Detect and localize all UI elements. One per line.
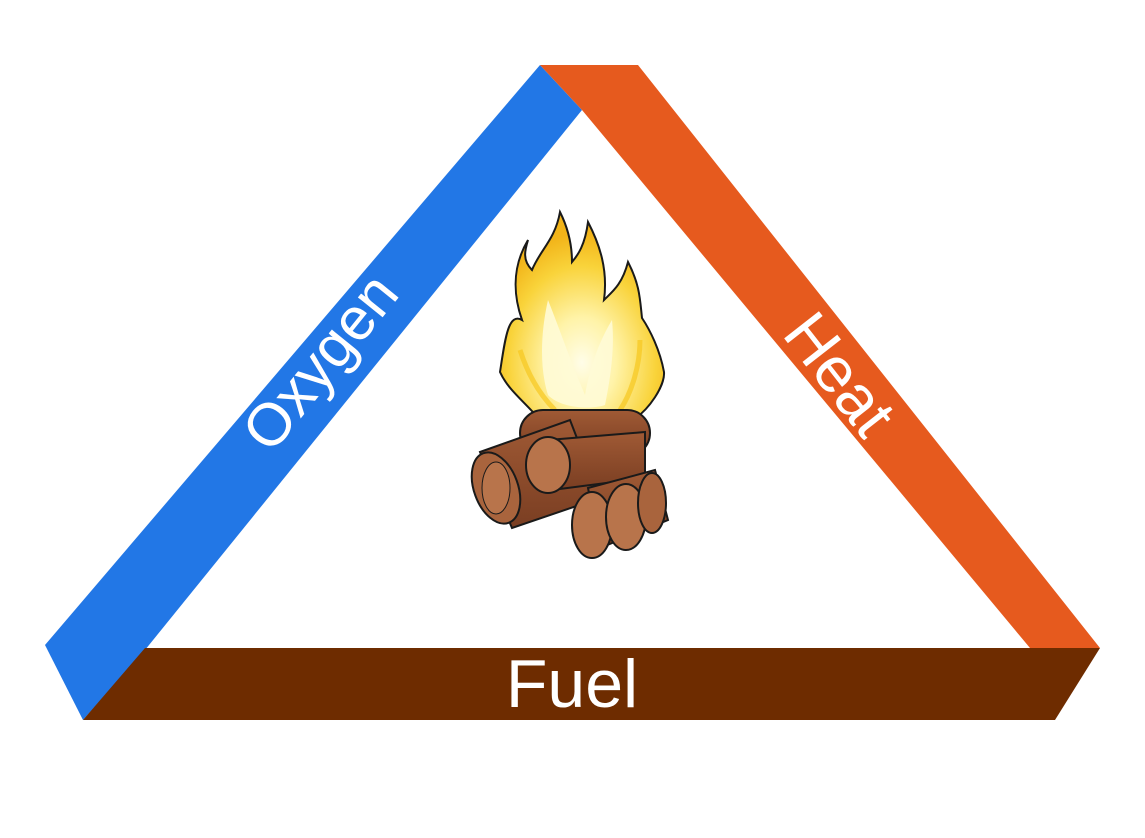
logs-icon (470, 409, 670, 559)
flame-icon (498, 208, 666, 429)
oxygen-side-bar (45, 65, 582, 720)
heat-side-bar (540, 65, 1100, 648)
campfire-icon (470, 208, 670, 559)
fuel-label: Fuel (506, 646, 638, 722)
fuel-side-bar (83, 648, 1100, 720)
